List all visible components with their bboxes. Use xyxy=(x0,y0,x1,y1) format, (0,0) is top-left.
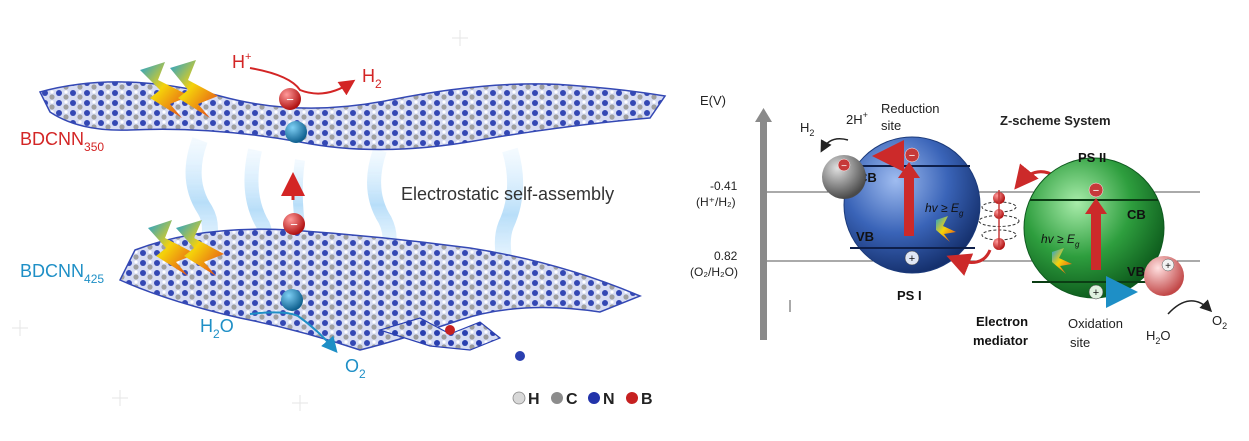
electron-dot xyxy=(837,158,851,172)
oxidation-curve-arrow xyxy=(1167,299,1213,315)
ps1-excitation-arrow-head xyxy=(898,162,920,178)
electron-ball xyxy=(279,88,301,110)
h2o-label: H2O xyxy=(200,316,234,341)
lightning-icon xyxy=(936,216,956,242)
left-panel: − − BDCNN350 BDCNN425 H+ H2 H2O O2 El xyxy=(12,30,667,411)
electron-mediator xyxy=(978,190,1020,250)
mediator-arrow-out xyxy=(946,249,992,276)
axis-label: E(V) xyxy=(700,93,726,108)
ps1-label: PS I xyxy=(897,288,922,303)
ps2-label: PS II xyxy=(1078,150,1106,165)
bottom-sheet-chain xyxy=(377,317,502,351)
mediator-line1: Electron xyxy=(976,314,1028,329)
o2-product: O2 xyxy=(1212,313,1227,331)
right-panel: E(V) -0.41 (H⁺/H₂) 0.82 (O₂/H₂O) Z-schem… xyxy=(690,93,1227,350)
hole-dot xyxy=(1088,284,1104,300)
energy-axis xyxy=(760,120,767,340)
reduction-cocatalyst xyxy=(822,155,866,199)
hole-sign: + xyxy=(1093,287,1099,299)
hole-ball xyxy=(281,289,303,311)
hole-dot xyxy=(1161,258,1175,272)
electron-dot xyxy=(904,147,920,163)
top-sheet xyxy=(38,81,667,151)
n-atom xyxy=(515,351,525,361)
legend-c-label: C xyxy=(566,391,578,408)
background-crosses xyxy=(12,30,468,411)
hole-dot xyxy=(904,250,920,266)
top-sheet-label: BDCNN350 xyxy=(20,129,104,154)
oxidation-site-line1: Oxidation xyxy=(1068,316,1123,331)
b-atom xyxy=(445,325,455,335)
legend-c-dot xyxy=(551,392,563,404)
hole-ball xyxy=(285,121,307,143)
legend-b-label: B xyxy=(641,391,653,408)
lightning-icon xyxy=(1052,248,1072,274)
electron-sign: − xyxy=(286,92,294,107)
lightning-icon xyxy=(140,60,218,118)
level-2-value: 0.82 xyxy=(714,249,738,263)
ps1-excitation-arrow xyxy=(904,176,914,236)
reduction-arrow xyxy=(249,67,356,96)
bottom-sheet-label: BDCNN425 xyxy=(20,261,104,286)
electron-sign: − xyxy=(841,161,847,172)
legend-n-dot xyxy=(588,392,600,404)
level-1-couple: (H⁺/H₂) xyxy=(696,195,736,209)
reduction-site-line1: Reduction xyxy=(881,101,940,116)
level-1-value: -0.41 xyxy=(710,179,738,193)
ps1-vb-label: VB xyxy=(856,229,874,244)
ps2-vb-label: VB xyxy=(1127,264,1145,279)
atom-legend: H C N B xyxy=(512,391,653,408)
oxidation-site-line2: site xyxy=(1070,335,1090,350)
energy-axis-arrow xyxy=(755,108,772,122)
electron-sign: − xyxy=(290,217,298,232)
legend-b-dot xyxy=(626,392,638,404)
hole-sign: + xyxy=(1165,261,1171,272)
ps2-excitation-arrow xyxy=(1091,212,1101,270)
reduction-curve-arrow xyxy=(820,138,849,153)
ps1-excitation-label: hv ≥ Eg xyxy=(925,201,964,218)
legend-h-label: H xyxy=(528,391,540,408)
two-h-plus: 2H+ xyxy=(846,110,868,127)
h-plus-label: H+ xyxy=(232,51,251,72)
h2o-reactant: H2O xyxy=(1146,328,1171,346)
legend-h-dot xyxy=(512,391,526,405)
ps2-excitation-label: hv ≥ Eg xyxy=(1041,232,1080,249)
level-2-couple: (O₂/H₂O) xyxy=(690,265,738,279)
oxidation-arrow xyxy=(249,311,338,354)
assembly-label: Electrostatic self-assembly xyxy=(401,184,614,204)
hole-sign: + xyxy=(909,253,915,265)
electron-ball xyxy=(283,213,305,235)
ps2-cb-label: CB xyxy=(1127,207,1146,222)
lightning-icon xyxy=(148,220,224,276)
o2-label: O2 xyxy=(345,356,366,381)
mediator-line2: mediator xyxy=(973,333,1028,348)
reduction-site-line2: site xyxy=(881,118,901,133)
bottom-sheet xyxy=(118,228,642,351)
h2-product: H2 xyxy=(800,120,814,138)
h2-label: H2 xyxy=(362,66,382,91)
electron-sign: − xyxy=(909,150,915,162)
electron-sign: − xyxy=(1093,185,1099,197)
scheme-title: Z-scheme System xyxy=(1000,113,1111,128)
ps2-excitation-arrow-head xyxy=(1085,198,1107,214)
electron-dot xyxy=(1088,182,1104,198)
legend-n-label: N xyxy=(603,391,615,408)
